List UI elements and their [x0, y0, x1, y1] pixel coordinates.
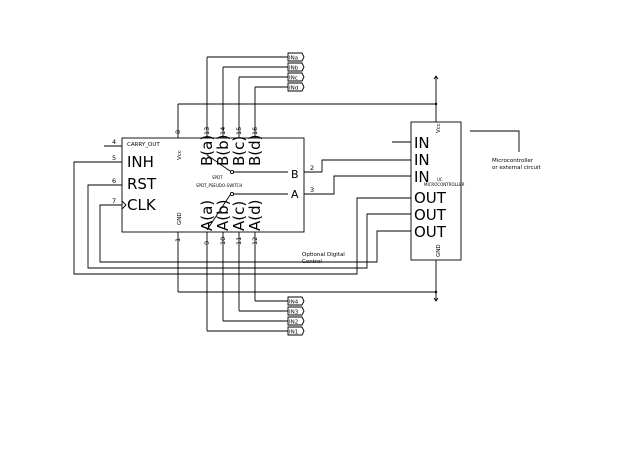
uc-in-1: IN	[414, 134, 430, 152]
uc-in-3: IN	[414, 168, 430, 186]
pin-number-13: 13	[203, 127, 211, 135]
pin-number-10: 10	[219, 237, 227, 245]
gnd-junction-dot	[434, 290, 438, 294]
optional-digital-label: Optional Digital	[302, 252, 345, 258]
pin-number-3: 3	[310, 186, 314, 194]
uc-annotation-line1: Microcontroller	[492, 158, 534, 164]
switch-b-diagonal	[206, 154, 231, 172]
clk-label: CLK	[127, 196, 157, 214]
uc-annotation-leader	[470, 130, 520, 152]
net-label-inc: INc	[289, 76, 298, 82]
pin-number-8: 8	[174, 130, 182, 134]
pin-label-a-c: A(c)	[230, 201, 248, 231]
net-label-in1-flag	[287, 326, 305, 336]
switch-a-diagonal	[206, 194, 231, 231]
pin-number-4: 4	[112, 138, 116, 146]
chip-a-label: A	[291, 188, 299, 201]
pin-number-7: 7	[112, 197, 116, 205]
uc-title-small: UC	[437, 177, 443, 182]
vcc-junction-dot	[434, 102, 438, 106]
mux-chip-body	[121, 137, 305, 233]
uc-in-2: IN	[414, 151, 430, 169]
chip-vcc-label: Vcc	[177, 150, 183, 160]
wire-uc-out1-to-inh	[73, 161, 411, 275]
pin-label-a-b: A(b)	[214, 200, 232, 232]
rst-label: RST	[127, 175, 157, 193]
clock-triangle-icon	[121, 200, 127, 210]
net-label-in2: IN2	[289, 320, 298, 326]
gnd-arrow-icon	[433, 297, 439, 302]
switch-label-spdt: SPDT	[212, 175, 223, 180]
inh-label: INH	[127, 153, 154, 171]
switch-label-pseudo: SPDT_PSEUDO-SWITCH	[196, 183, 242, 188]
net-label-ind-flag	[287, 82, 305, 92]
pin-number-1: 1	[174, 238, 182, 242]
net-label-ina: INa	[289, 56, 298, 62]
pin-label-a-d: A(d)	[246, 200, 264, 232]
net-label-in1: IN1	[289, 330, 298, 336]
chip-b-label: B	[291, 168, 299, 181]
pin-number-15: 15	[235, 127, 243, 135]
pin-number-16: 16	[251, 127, 259, 135]
pin-number-11: 11	[235, 237, 243, 245]
pin-number-2: 2	[310, 164, 314, 172]
wire-uc-out2-to-rst	[87, 184, 411, 269]
pin-number-9: 9	[203, 241, 211, 245]
pin-number-12: 12	[251, 237, 259, 245]
net-label-inc-flag	[287, 72, 305, 82]
pin-number-5: 5	[112, 154, 116, 162]
net-label-in3: IN3	[289, 310, 299, 316]
pin-label-b-d: B(d)	[246, 134, 264, 166]
uc-out-2: OUT	[414, 206, 447, 224]
net-label-in4-flag	[287, 296, 305, 306]
wire-a-to-uc-in3	[322, 175, 411, 195]
wire-b-to-uc-in2	[321, 159, 411, 172]
optional-control-label: Control	[302, 259, 322, 265]
uc-vcc-label: Vcc	[436, 123, 442, 133]
pin-label-b-b: B(b)	[214, 134, 232, 166]
chip-gnd-label: GND	[177, 212, 183, 225]
uc-title: MICROCONTROLLER	[424, 182, 465, 187]
uc-gnd-label: GND	[436, 244, 442, 257]
net-label-inb: INb	[289, 66, 299, 72]
uc-annotation-line2: or external circuit	[492, 165, 541, 171]
uc-out-3: OUT	[414, 223, 447, 241]
net-label-in4: IN4	[289, 300, 299, 306]
net-label-ind: INd	[289, 86, 298, 92]
net-label-in2-flag	[287, 316, 305, 326]
pin-number-14: 14	[219, 127, 227, 135]
uc-out-1: OUT	[414, 189, 447, 207]
pin-number-6: 6	[112, 177, 116, 185]
carry-out-label: CARRY_OUT	[127, 142, 160, 148]
pin-label-b-c: B(c)	[230, 136, 248, 166]
net-label-ina-flag	[287, 52, 305, 62]
vcc-arrow-icon	[433, 75, 439, 80]
net-label-inb-flag	[287, 62, 305, 72]
wire-uc-out3-to-clk	[99, 204, 411, 263]
net-label-in3-flag	[287, 306, 305, 316]
